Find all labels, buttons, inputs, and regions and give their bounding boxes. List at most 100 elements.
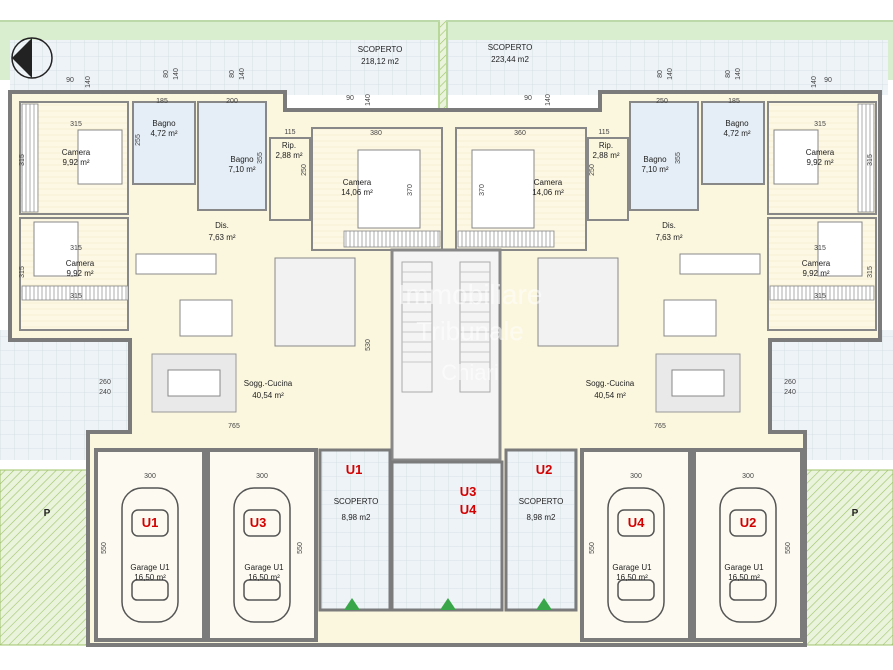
left-bagno-small-name: Bagno bbox=[152, 119, 176, 128]
kitchen-counter-left bbox=[135, 253, 217, 275]
dim-label: 80 bbox=[163, 70, 170, 78]
dim-label: 250 bbox=[656, 98, 668, 105]
dining-table-left bbox=[167, 369, 221, 397]
right-bagno-small-area: 4,72 m² bbox=[723, 129, 750, 138]
garage-u2-name: Garage U1 bbox=[724, 563, 764, 572]
unit-label-u1: U1 bbox=[346, 462, 363, 477]
scoperto-small-left-area: 8,98 m2 bbox=[342, 513, 371, 522]
left-camera-nw-area: 9,92 m² bbox=[62, 158, 89, 167]
left-living-area: 40,54 m² bbox=[252, 391, 284, 400]
entrance-hall bbox=[390, 460, 504, 612]
car-u4 bbox=[607, 487, 665, 623]
dim-label: 260 bbox=[99, 379, 111, 386]
left-rip-area: 2,88 m² bbox=[275, 151, 302, 160]
bed-ne bbox=[773, 129, 819, 185]
right-living-area: 40,54 m² bbox=[594, 391, 626, 400]
dim-label: 185 bbox=[156, 98, 168, 105]
scoperto-left-name: SCOPERTO bbox=[358, 45, 403, 54]
garage-u3-name: Garage U1 bbox=[244, 563, 284, 572]
dim-label: 315 bbox=[867, 154, 874, 166]
entry-arrow-right bbox=[536, 598, 552, 610]
dim-label: 115 bbox=[284, 129, 295, 136]
dim-label: 80 bbox=[725, 70, 732, 78]
right-camera-ne-area: 9,92 m² bbox=[806, 158, 833, 167]
scoperto-small-left-name: SCOPERTO bbox=[334, 497, 379, 506]
unit-label-u4: U4 bbox=[460, 502, 477, 517]
left-bagno-big-area: 7,10 m² bbox=[228, 165, 255, 174]
dim-label: 300 bbox=[144, 473, 156, 480]
garage-u4-name: Garage U1 bbox=[612, 563, 652, 572]
garage-u3 bbox=[206, 448, 318, 642]
garage-u1-unit: U1 bbox=[142, 515, 159, 530]
dim-label: 140 bbox=[735, 68, 742, 80]
wardrobe-left-big bbox=[343, 230, 441, 248]
stair-steps bbox=[402, 271, 490, 363]
left-living-name: Sogg.-Cucina bbox=[244, 379, 293, 388]
entry-arrow-center bbox=[440, 598, 456, 610]
dim-label: 200 bbox=[226, 98, 238, 105]
right-living-name: Sogg.-Cucina bbox=[586, 379, 635, 388]
scoperto-right-name: SCOPERTO bbox=[488, 43, 533, 52]
dim-label: 140 bbox=[811, 76, 818, 88]
right-bagno-small-name: Bagno bbox=[725, 119, 749, 128]
room-left-rip bbox=[269, 137, 311, 221]
garage-u4 bbox=[580, 448, 692, 642]
left-camera-big-name: Camera bbox=[343, 178, 372, 187]
unit-label-u3: U3 bbox=[460, 484, 477, 499]
wardrobe-ne bbox=[857, 103, 875, 213]
dim-label: 90 bbox=[824, 77, 832, 84]
parking-left bbox=[0, 469, 91, 646]
dim-label: 765 bbox=[228, 423, 240, 430]
scoperto-right-area: 223,44 m2 bbox=[491, 55, 529, 64]
dim-label: 315 bbox=[70, 293, 82, 300]
island-left bbox=[179, 299, 233, 337]
left-bagno-big-name: Bagno bbox=[230, 155, 254, 164]
dim-label: 370 bbox=[407, 184, 414, 196]
room-right-bagno-small bbox=[701, 101, 765, 185]
dim-label: 355 bbox=[257, 152, 264, 164]
dim-label: 765 bbox=[654, 423, 666, 430]
dim-label: 355 bbox=[675, 152, 682, 164]
dim-label: 360 bbox=[514, 130, 526, 137]
dim-label: 240 bbox=[99, 389, 111, 396]
parking-right bbox=[805, 469, 893, 646]
car-u1 bbox=[121, 487, 179, 623]
dim-label: 530 bbox=[365, 339, 372, 351]
left-camera-nw-name: Camera bbox=[62, 148, 91, 157]
dim-label: 315 bbox=[70, 121, 82, 128]
left-dis-name: Dis. bbox=[215, 221, 229, 230]
dim-label: 115 bbox=[598, 129, 609, 136]
dim-label: 250 bbox=[589, 164, 596, 176]
right-bagno-big-area: 7,10 m² bbox=[641, 165, 668, 174]
stair-core bbox=[390, 248, 502, 462]
watermark-line1: Immobiliare bbox=[398, 279, 543, 310]
garage-u1 bbox=[94, 448, 206, 642]
dim-label: 315 bbox=[867, 266, 874, 278]
garage-u4-unit: U4 bbox=[628, 515, 645, 530]
bed-nw bbox=[77, 129, 123, 185]
parking-left-label: P bbox=[44, 508, 51, 519]
dining-table-right bbox=[671, 369, 725, 397]
dim-label: 140 bbox=[239, 68, 246, 80]
dim-label: 80 bbox=[657, 70, 664, 78]
right-rip-name: Rip. bbox=[599, 141, 613, 150]
room-right-bagno-big bbox=[629, 101, 699, 211]
dim-label: 550 bbox=[297, 542, 304, 554]
kitchen-counter-right bbox=[679, 253, 761, 275]
parking-right-label: P bbox=[852, 508, 859, 519]
bed-se bbox=[817, 221, 863, 277]
terrace-north-right bbox=[448, 40, 888, 95]
dim-label: 550 bbox=[589, 542, 596, 554]
right-camera-se-area: 9,92 m² bbox=[802, 269, 829, 278]
wardrobe-se bbox=[769, 285, 875, 301]
watermark-line3: Chiari bbox=[441, 360, 498, 385]
dim-label: 370 bbox=[479, 184, 486, 196]
dim-label: 255 bbox=[135, 134, 142, 146]
right-dis-name: Dis. bbox=[662, 221, 676, 230]
stair-flight-left bbox=[401, 261, 433, 393]
left-camera-big-area: 14,06 m² bbox=[341, 188, 373, 197]
dim-label: 90 bbox=[524, 95, 532, 102]
right-bagno-big-name: Bagno bbox=[643, 155, 667, 164]
north-arrow-icon bbox=[11, 37, 53, 79]
